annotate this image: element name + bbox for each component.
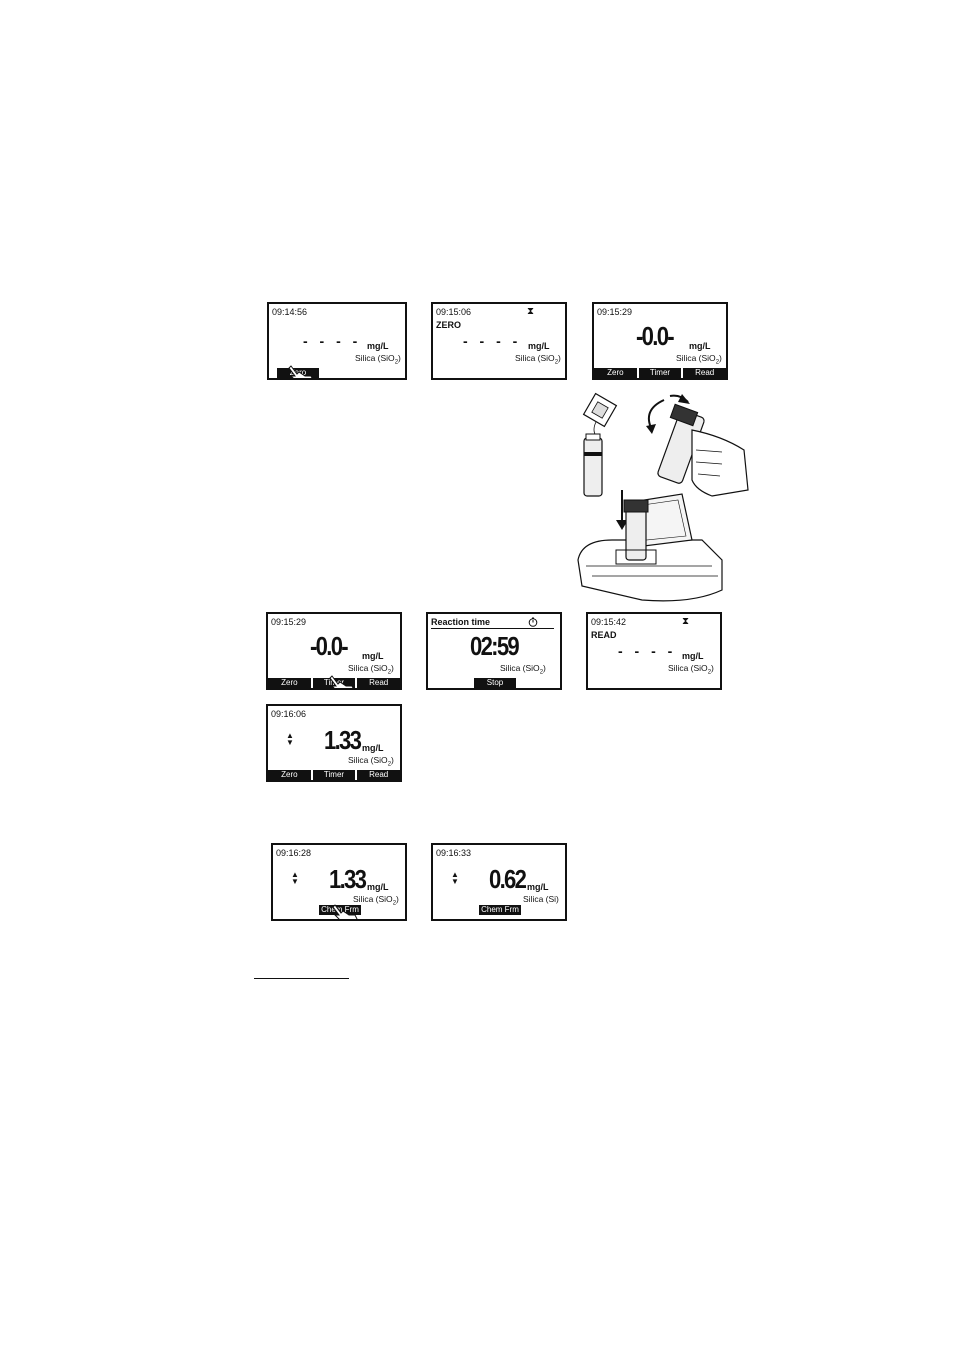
up-down-arrows-icon: ▲▼ xyxy=(286,731,294,747)
clock-time: 09:14:56 xyxy=(272,307,308,317)
reading-value: -0.0- xyxy=(310,631,349,661)
unit-label: mg/L xyxy=(362,743,384,753)
clock-time: 09:15:42 xyxy=(591,617,627,627)
unit-label: mg/L xyxy=(682,651,704,661)
reading-dashes: - - - - xyxy=(618,643,677,659)
unit-label: mg/L xyxy=(527,882,549,892)
timer-softkey[interactable]: Timer xyxy=(638,368,682,378)
unit-label: mg/L xyxy=(362,651,384,661)
powder-pillow-icon xyxy=(582,392,618,437)
hourglass-icon: ⧗ xyxy=(527,306,535,317)
stopwatch-icon xyxy=(528,617,538,627)
chem-form-softkey[interactable]: Chem Frm xyxy=(479,905,521,915)
pointing-hand-icon xyxy=(288,365,313,378)
meter-screen-4: 09:15:29 -0.0- mg/L Silica (SiO2) Zero T… xyxy=(266,612,402,690)
reading-value: -0.0- xyxy=(636,321,675,351)
footnote-rule xyxy=(254,978,349,979)
status-label: ZERO xyxy=(436,320,462,330)
unit-label: mg/L xyxy=(689,341,711,351)
countdown-value: 02:59 xyxy=(470,631,520,661)
up-down-arrows-icon: ▲▼ xyxy=(291,870,299,886)
up-down-arrows-icon: ▲▼ xyxy=(451,870,459,886)
clock-time: 09:16:06 xyxy=(271,709,307,719)
zero-softkey[interactable]: Zero xyxy=(268,678,311,688)
reading-dashes: - - - - xyxy=(463,333,522,349)
zero-softkey[interactable]: Zero xyxy=(594,368,637,378)
parameter-label: Silica (SiO2) xyxy=(348,663,394,676)
meter-screen-6: 09:15:42 ⧗ READ - - - - mg/L Silica (SiO… xyxy=(586,612,722,690)
photometer-instrument-icon xyxy=(577,493,723,602)
meter-screen-5: Reaction time 02:59 Silica (SiO2) Stop xyxy=(426,612,562,690)
stop-softkey[interactable]: Stop xyxy=(474,678,516,688)
clock-time: 09:15:29 xyxy=(597,307,633,317)
softkey-bar: Zero Timer Read xyxy=(594,368,726,378)
parameter-label: Silica (SiO2) xyxy=(500,663,546,676)
clock-time: 09:16:28 xyxy=(276,848,312,858)
unit-label: mg/L xyxy=(528,341,550,351)
title-divider xyxy=(431,628,554,629)
meter-screen-3: 09:15:29 -0.0- mg/L Silica (SiO2) Zero T… xyxy=(592,302,728,380)
sample-vial-icon xyxy=(583,433,603,497)
reading-value: 0.62 xyxy=(489,864,527,894)
parameter-label: Silica (SiO2) xyxy=(348,755,394,768)
pointing-hand-icon xyxy=(329,675,354,688)
meter-screen-9: 09:16:33 ▲▼ 0.62 mg/L Silica (Si) Chem F… xyxy=(431,843,567,921)
softkey-bar: Zero Timer Read xyxy=(268,770,400,780)
pointing-hand-icon xyxy=(332,904,358,919)
clock-time: 09:15:06 xyxy=(436,307,472,317)
shaking-vial-icon xyxy=(657,403,749,497)
meter-screen-7: 09:16:06 ▲▼ 1.33 mg/L Silica (SiO2) Zero… xyxy=(266,704,402,782)
meter-screen-2: 09:15:06 ⧗ ZERO - - - - mg/L Silica (SiO… xyxy=(431,302,567,380)
parameter-label: Silica (SiO2) xyxy=(353,894,399,907)
procedure-illustration xyxy=(577,392,749,602)
reading-dashes: - - - - xyxy=(303,333,362,349)
read-softkey[interactable]: Read xyxy=(683,368,726,378)
clock-time: 09:15:29 xyxy=(271,617,307,627)
unit-label: mg/L xyxy=(367,882,389,892)
clock-time: 09:16:33 xyxy=(436,848,472,858)
hourglass-icon: ⧗ xyxy=(682,616,690,627)
status-label: READ xyxy=(591,630,617,640)
parameter-label: Silica (SiO2) xyxy=(676,353,722,366)
parameter-label: Silica (SiO2) xyxy=(355,353,401,366)
zero-softkey[interactable]: Zero xyxy=(268,770,311,780)
read-softkey[interactable]: Read xyxy=(357,770,400,780)
meter-screen-8: 09:16:28 ▲▼ 1.33 mg/L Silica (SiO2) Chem… xyxy=(271,843,407,921)
unit-label: mg/L xyxy=(367,341,389,351)
meter-screen-1: 09:14:56 - - - - mg/L Silica (SiO2) Zero xyxy=(267,302,407,380)
parameter-label: Silica (SiO2) xyxy=(515,353,561,366)
read-softkey[interactable]: Read xyxy=(357,678,400,688)
parameter-label: Silica (SiO2) xyxy=(668,663,714,676)
chem-form-softkey[interactable]: Chem Frm xyxy=(319,905,361,915)
reaction-time-title: Reaction time xyxy=(431,617,491,627)
reading-value: 1.33 xyxy=(324,725,362,755)
parameter-label: Silica (Si) xyxy=(523,894,559,904)
timer-softkey[interactable]: Timer xyxy=(312,770,356,780)
reading-value: 1.33 xyxy=(329,864,367,894)
